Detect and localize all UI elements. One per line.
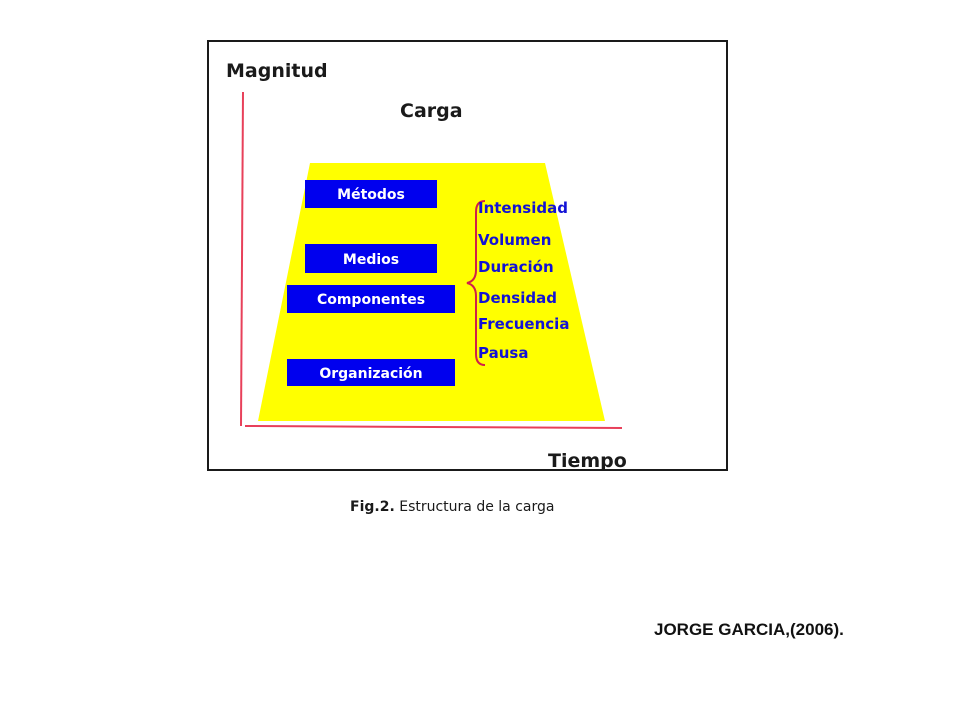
x-axis-line xyxy=(244,425,623,429)
x-axis-label: Tiempo xyxy=(548,450,627,472)
figure-caption: Fig.2. Estructura de la carga xyxy=(350,499,650,515)
box-metodos: Métodos xyxy=(305,180,437,208)
box-label: Organización xyxy=(319,366,422,382)
box-label: Métodos xyxy=(337,187,405,203)
factor-frecuencia: Frecuencia xyxy=(478,315,569,333)
caption-prefix: Fig.2. xyxy=(350,499,395,515)
citation: JORGE GARCIA,(2006). xyxy=(654,620,844,639)
factor-densidad: Densidad xyxy=(478,289,557,307)
box-componentes: Componentes xyxy=(287,285,455,313)
box-medios: Medios xyxy=(305,244,437,273)
y-axis-line xyxy=(240,91,244,427)
diagram-title: Carga xyxy=(400,100,463,122)
factor-volumen: Volumen xyxy=(478,231,551,249)
grouping-brace xyxy=(466,200,486,366)
box-label: Medios xyxy=(343,252,399,268)
y-axis-label: Magnitud xyxy=(226,60,328,82)
caption-text: Estructura de la carga xyxy=(399,499,555,515)
box-label: Componentes xyxy=(317,292,425,308)
box-organizacion: Organización xyxy=(287,359,455,386)
factor-duracion: Duración xyxy=(478,258,554,276)
factor-pausa: Pausa xyxy=(478,344,528,362)
factor-intensidad: Intensidad xyxy=(478,199,568,217)
